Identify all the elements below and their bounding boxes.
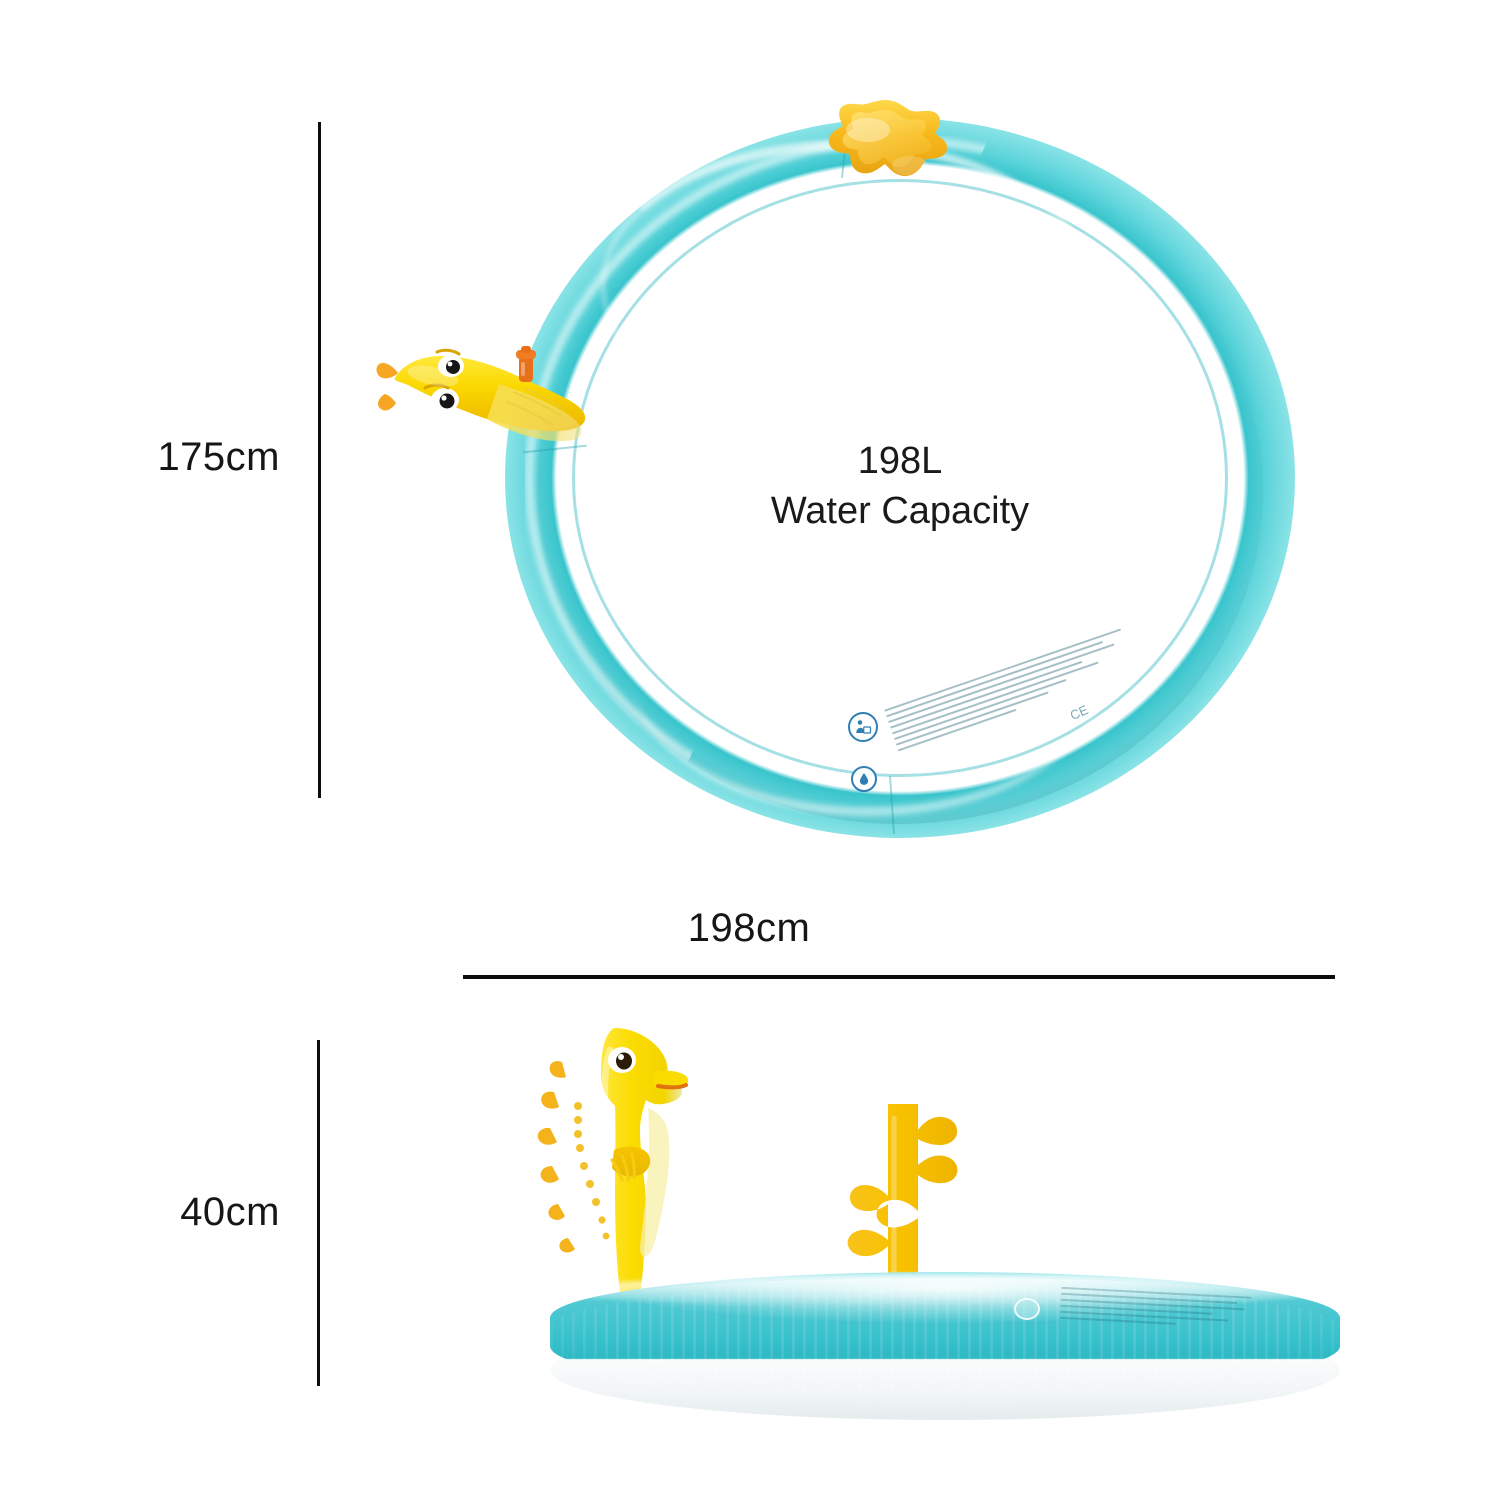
capacity-description: Water Capacity bbox=[770, 490, 1030, 533]
pool-warning-print bbox=[1059, 1286, 1261, 1349]
ring-highlight-bottom bbox=[631, 528, 1106, 817]
height-dimension-rule bbox=[318, 122, 321, 798]
water-capacity-text: 198L Water Capacity bbox=[700, 436, 1100, 536]
top-view-product: CE bbox=[376, 100, 1295, 838]
seahorse-sprinkler-side bbox=[518, 1020, 738, 1310]
hose-connector-valve-icon bbox=[513, 346, 539, 386]
width-dimension-rule bbox=[463, 975, 1335, 979]
width-dimension-label: 198cm bbox=[687, 906, 811, 950]
pool-valve-icon bbox=[1014, 1298, 1040, 1320]
capacity-volume: 198L bbox=[857, 440, 943, 482]
pool-base-side bbox=[550, 1272, 1340, 1420]
depth-dimension-rule bbox=[317, 1040, 320, 1386]
pool-rim-highlight bbox=[565, 1274, 1325, 1308]
coral-sprinkler-side bbox=[810, 1104, 1000, 1304]
coral-sprinkler-top bbox=[790, 96, 980, 204]
safety-pictogram-icon bbox=[847, 712, 878, 742]
water-drop-icon bbox=[851, 766, 878, 792]
depth-dimension-label: 40cm bbox=[180, 1190, 280, 1234]
height-dimension-label: 175cm bbox=[157, 435, 280, 479]
seahorse-sprinkler-top bbox=[373, 330, 623, 446]
side-view-product bbox=[470, 1020, 1370, 1420]
